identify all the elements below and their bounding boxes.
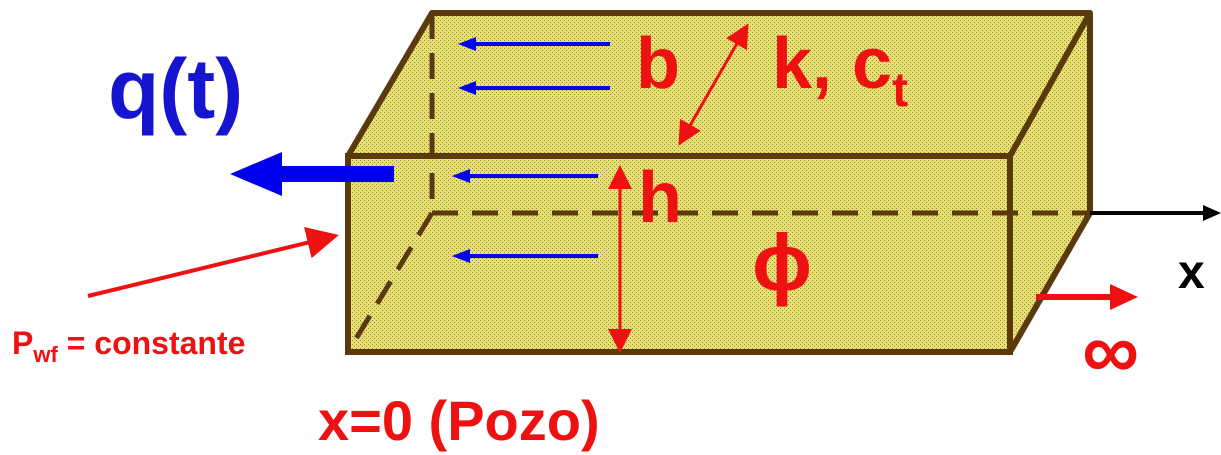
flow-arrowhead-mid — [452, 169, 470, 183]
pressure-main: P — [12, 325, 33, 361]
pressure-label: Pwf = constante — [12, 325, 245, 367]
width-label: b — [636, 24, 680, 104]
x-axis-label: x — [1178, 246, 1205, 299]
flow-arrowhead-top-1 — [458, 37, 476, 51]
properties-main: k, c — [772, 24, 892, 104]
hidden-bottom-diagonal-edge — [345, 211, 435, 354]
infinity-label: ∞ — [1082, 306, 1139, 395]
properties-subscript: t — [892, 64, 908, 117]
flow-arrowhead-top-2 — [458, 81, 476, 95]
thickness-label: h — [638, 158, 682, 238]
width-dimension-arrow — [678, 23, 749, 146]
flow-arrowhead-bottom — [452, 249, 470, 263]
flow-rate-label: q(t) — [108, 42, 243, 136]
origin-label: x=0 (Pozo) — [318, 389, 600, 452]
block-right-face — [1010, 13, 1090, 352]
pressure-rest: = constante — [58, 325, 246, 361]
properties-label: k, ct — [772, 24, 908, 117]
block-top-face — [348, 13, 1090, 156]
outflow-arrow-shaft — [268, 166, 394, 182]
pressure-subscript: wf — [32, 342, 58, 367]
porosity-label: ϕ — [752, 218, 812, 307]
x-axis-arrowhead — [1203, 205, 1221, 221]
block-front-outline — [345, 153, 1013, 355]
outflow-arrowhead — [230, 152, 282, 196]
pressure-pointer-arrow — [87, 227, 339, 298]
infinity-arrowhead — [1110, 284, 1138, 310]
